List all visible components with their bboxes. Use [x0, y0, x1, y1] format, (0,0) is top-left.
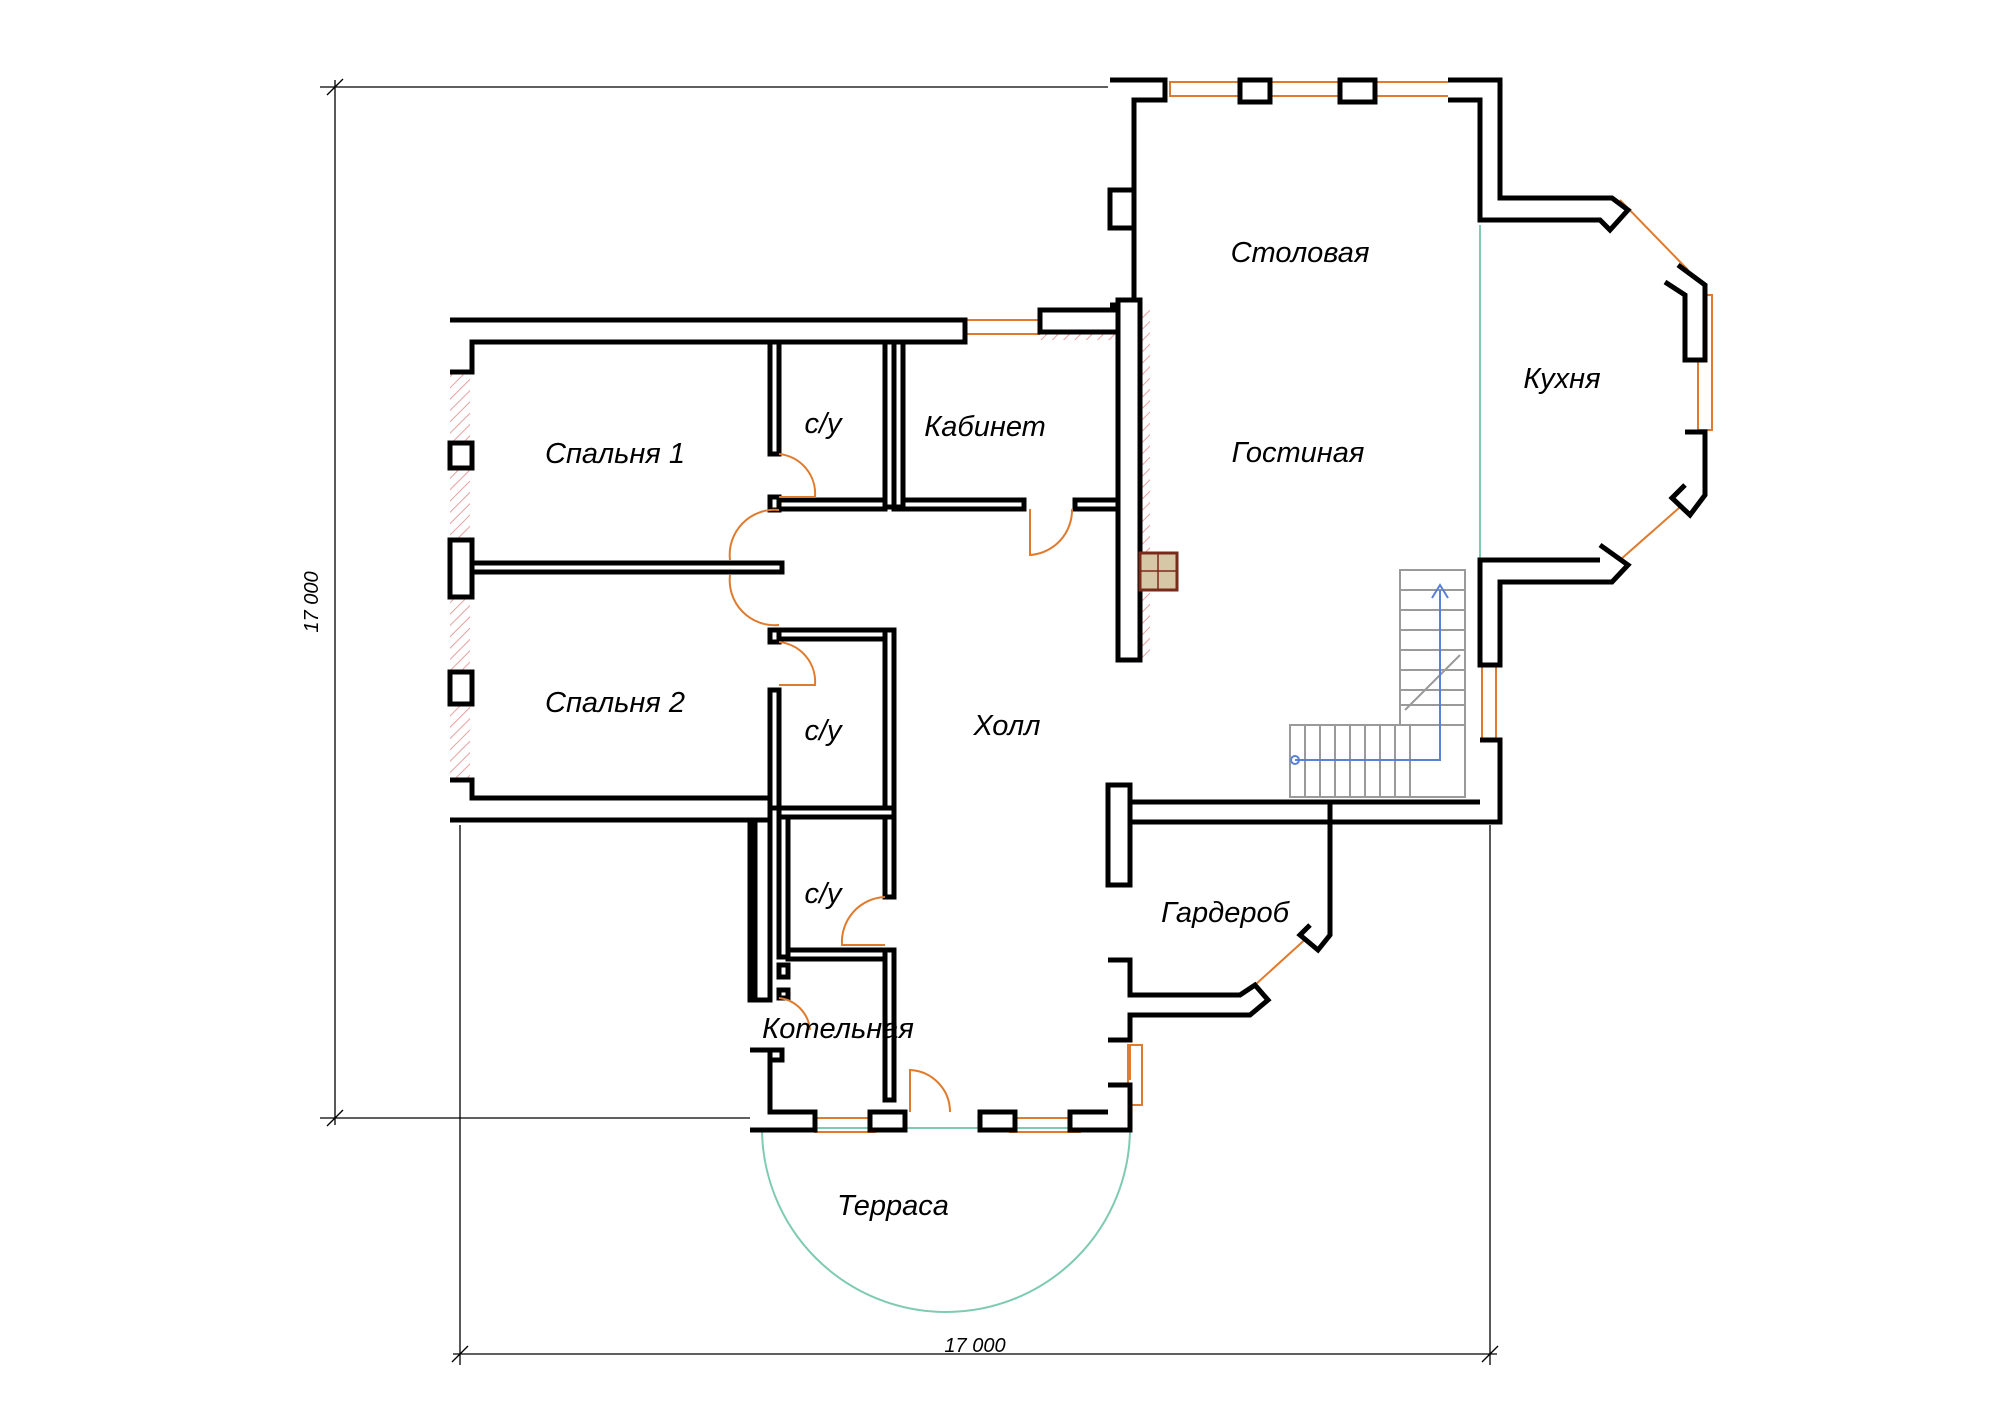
room-labels: Столовая Гостиная Кухня Спальня 1 Спальн…	[545, 237, 1601, 1222]
dimension-lines	[320, 78, 1499, 1365]
walls	[447, 77, 1708, 1133]
width-dimension-label: 17 000	[944, 1335, 1005, 1357]
room-label-kholl: Холл	[973, 710, 1041, 742]
room-label-kotelnaya: Котельная	[762, 1013, 914, 1045]
room-label-spalnya-1: Спальня 1	[545, 438, 685, 470]
room-label-kabinet: Кабинет	[924, 411, 1046, 443]
door-swings	[728, 453, 1131, 1113]
room-label-spalnya-2: Спальня 2	[545, 687, 685, 719]
wall-hatching	[450, 80, 1500, 990]
room-label-kukhnya: Кухня	[1523, 363, 1600, 395]
terrace-outline	[760, 225, 1481, 1313]
windows	[454, 81, 1713, 1133]
room-label-su-1: с/у	[804, 408, 843, 440]
room-label-garderob: Гардероб	[1161, 897, 1290, 929]
room-label-su-2: с/у	[804, 715, 843, 747]
staircase	[1289, 569, 1466, 798]
room-label-gostinaya: Гостиная	[1232, 437, 1365, 469]
room-label-terrasa: Терраса	[837, 1190, 949, 1222]
room-label-su-3: с/у	[804, 878, 843, 910]
room-label-stolovaya: Столовая	[1231, 237, 1370, 269]
height-dimension-label: 17 000	[301, 571, 323, 632]
